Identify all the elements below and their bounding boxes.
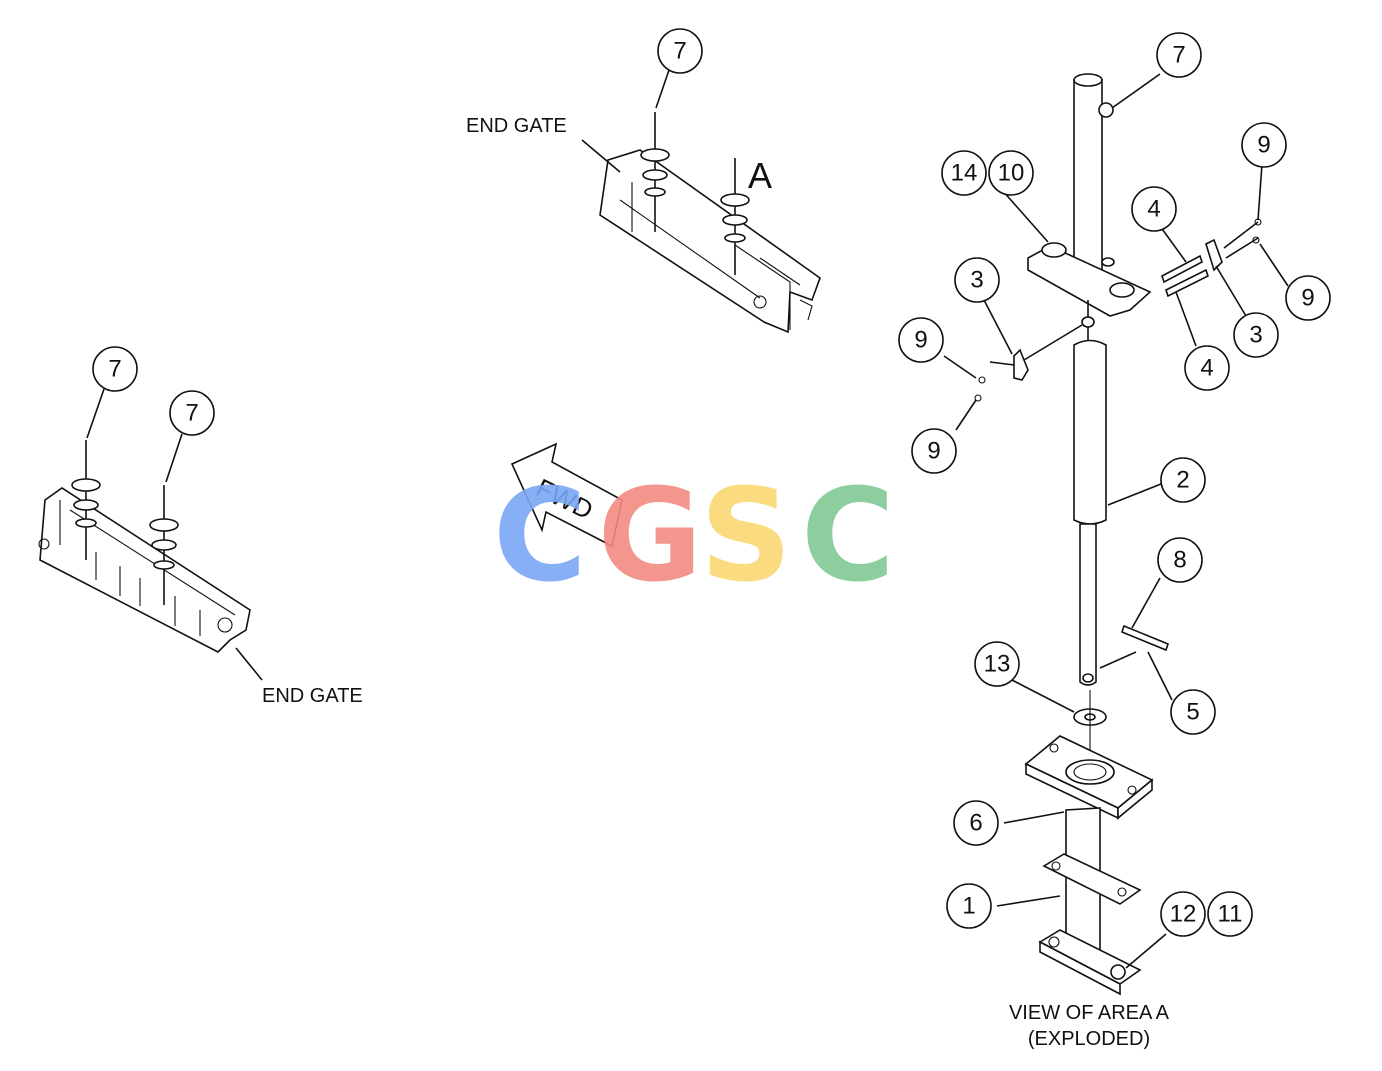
svg-text:10: 10 bbox=[998, 160, 1025, 187]
callout-bubble: 6 bbox=[953, 800, 999, 846]
callout-bubble: 7 bbox=[169, 390, 215, 436]
svg-text:13: 13 bbox=[984, 651, 1011, 678]
svg-text:9: 9 bbox=[1301, 285, 1314, 312]
callout-bubble: 10 bbox=[988, 150, 1034, 196]
watermark-letter-s: S bbox=[700, 462, 792, 611]
callout-bubble: 4 bbox=[1184, 345, 1230, 391]
view-title-line1: VIEW OF AREA A bbox=[1009, 1002, 1170, 1024]
callout-bubble: 3 bbox=[1233, 312, 1279, 358]
svg-text:3: 3 bbox=[1249, 322, 1262, 349]
svg-text:5: 5 bbox=[1186, 699, 1199, 726]
view-title-line2: (EXPLODED) bbox=[1028, 1028, 1150, 1050]
callout-bubble: 5 bbox=[1170, 689, 1216, 735]
callout-bubble: 7 bbox=[1156, 32, 1202, 78]
svg-text:4: 4 bbox=[1200, 355, 1213, 382]
svg-text:7: 7 bbox=[185, 400, 198, 427]
callout-bubble: 14 bbox=[941, 150, 987, 196]
area-a-marker: A bbox=[748, 155, 772, 196]
callout-bubble: 7 bbox=[657, 28, 703, 74]
callout-bubble: 12 bbox=[1160, 891, 1206, 937]
svg-text:9: 9 bbox=[927, 438, 940, 465]
end-gate-label-top: END GATE bbox=[466, 115, 567, 137]
detail-area-a bbox=[943, 73, 1289, 996]
top-end-gate-assembly bbox=[581, 69, 821, 334]
svg-text:2: 2 bbox=[1176, 467, 1189, 494]
watermark-letter-g: G bbox=[597, 462, 702, 611]
callout-bubble: 8 bbox=[1157, 537, 1203, 583]
watermark-letter-c1: C bbox=[493, 462, 587, 611]
svg-text:7: 7 bbox=[1172, 42, 1185, 69]
svg-text:3: 3 bbox=[970, 267, 983, 294]
svg-text:12: 12 bbox=[1170, 901, 1197, 928]
svg-text:9: 9 bbox=[914, 327, 927, 354]
callout-bubble: 1 bbox=[946, 883, 992, 929]
callout-bubble: 9 bbox=[1285, 275, 1331, 321]
svg-text:14: 14 bbox=[951, 160, 978, 187]
left-end-gate-assembly bbox=[38, 388, 263, 681]
svg-text:4: 4 bbox=[1147, 196, 1160, 223]
svg-text:8: 8 bbox=[1173, 547, 1186, 574]
callout-bubble: 7 bbox=[92, 346, 138, 392]
callout-bubble: 11 bbox=[1207, 891, 1253, 937]
callout-bubble: 2 bbox=[1160, 457, 1206, 503]
end-gate-label-left: END GATE bbox=[262, 685, 363, 707]
callout-bubble: 9 bbox=[1241, 122, 1287, 168]
callout-bubble: 13 bbox=[974, 641, 1020, 687]
callout-bubble: 3 bbox=[954, 257, 1000, 303]
svg-text:1: 1 bbox=[962, 893, 975, 920]
svg-text:9: 9 bbox=[1257, 132, 1270, 159]
watermark-letter-c2: C bbox=[801, 462, 895, 611]
callout-bubble: 9 bbox=[898, 317, 944, 363]
svg-text:6: 6 bbox=[969, 810, 982, 837]
cgsc-watermark: C G S C bbox=[493, 462, 895, 611]
callout-bubble: 9 bbox=[911, 428, 957, 474]
svg-text:7: 7 bbox=[108, 356, 121, 383]
svg-text:7: 7 bbox=[673, 38, 686, 65]
forward-arrow: FWD bbox=[510, 442, 623, 548]
callout-bubble: 4 bbox=[1131, 186, 1177, 232]
svg-text:11: 11 bbox=[1218, 901, 1243, 928]
